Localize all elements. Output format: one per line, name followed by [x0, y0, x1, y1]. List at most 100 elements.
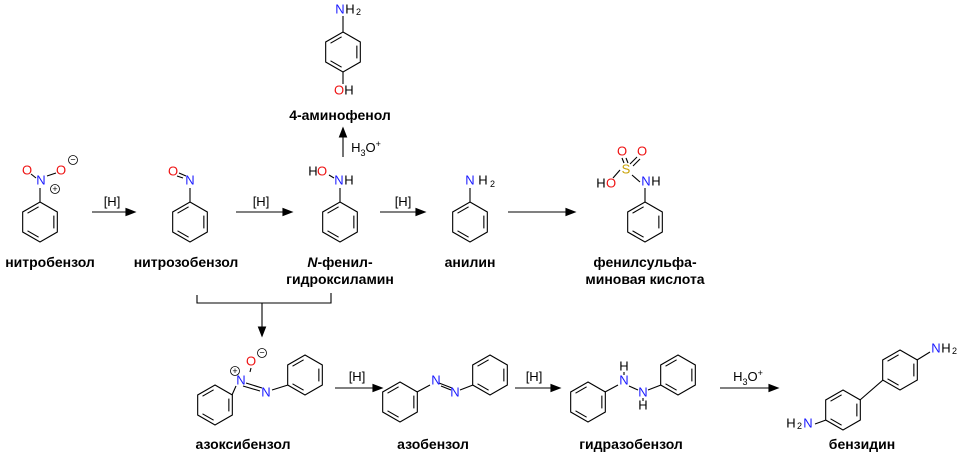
- charge-plus: +: [52, 184, 57, 194]
- double-bond: [292, 383, 304, 391]
- label-part: N: [307, 254, 318, 270]
- benzene-ring: [197, 384, 233, 426]
- benzene-ring: [452, 201, 488, 243]
- bond: [178, 172, 187, 177]
- benzene-ring: [825, 389, 861, 431]
- negative-charge-icon: [68, 155, 78, 165]
- atom-n: N: [638, 384, 647, 399]
- double-bond: [575, 410, 587, 418]
- double-bond: [327, 230, 339, 238]
- atom-o: O: [317, 163, 327, 178]
- benzene-ring: [472, 354, 508, 396]
- bond: [271, 384, 289, 391]
- atom-n: N: [261, 384, 270, 399]
- atom-o: O: [22, 162, 32, 177]
- arrowhead-icon: [338, 126, 348, 138]
- negative-charge-icon: [257, 348, 267, 358]
- bond: [245, 382, 263, 389]
- label-benzidine: бензидин: [829, 436, 895, 452]
- subscript-2: 2: [490, 179, 495, 189]
- atom-h: H: [651, 173, 660, 188]
- double-bond: [665, 383, 677, 391]
- label-nitrosobenzene: нитрозобензол: [134, 254, 239, 270]
- atom-n: N: [36, 172, 45, 187]
- double-bond: [887, 378, 899, 386]
- bond: [621, 157, 625, 164]
- double-bond: [477, 359, 489, 367]
- double-bond: [387, 386, 399, 394]
- atom-n: N: [431, 372, 440, 387]
- arrowhead-icon: [415, 207, 427, 217]
- atom-n: N: [335, 1, 344, 16]
- atom-s: S: [622, 161, 631, 176]
- double-bond: [202, 413, 214, 421]
- charge-minus: −: [70, 155, 75, 165]
- arrows: [92, 126, 780, 393]
- atom-n: N: [465, 172, 474, 187]
- positive-charge-icon: [230, 366, 240, 376]
- bond: [416, 384, 431, 393]
- bond: [628, 385, 639, 391]
- reagent-acid-1: H3O+: [351, 139, 381, 158]
- atom-o: O: [56, 162, 66, 177]
- double-bond: [830, 394, 842, 402]
- arrowhead-icon: [125, 207, 137, 217]
- atom-n: N: [334, 172, 343, 187]
- double-bond: [292, 359, 304, 367]
- double-bond: [457, 230, 469, 238]
- bond: [629, 156, 638, 165]
- benzene-ring: [172, 201, 208, 243]
- bond: [625, 157, 629, 164]
- bond: [916, 351, 931, 361]
- charge-plus: +: [232, 366, 237, 376]
- benzene-ring: [325, 31, 361, 73]
- bond: [328, 174, 335, 179]
- atom-n: N: [931, 340, 940, 355]
- label-azoxybenzene: азоксибензол: [196, 436, 291, 452]
- label-sulfamic-acid-2: миновая кислота: [585, 271, 704, 287]
- bond: [612, 169, 621, 179]
- bond: [231, 385, 237, 396]
- arrowhead-icon: [372, 383, 384, 393]
- atom-o: O: [637, 143, 647, 158]
- bond: [46, 172, 57, 177]
- bond: [459, 384, 474, 391]
- bond: [249, 367, 252, 373]
- atom-h: H: [941, 340, 950, 355]
- double-bond: [632, 206, 644, 214]
- benzene-ring: [570, 381, 606, 423]
- charge-minus: −: [259, 348, 264, 358]
- label-nitrobenzene: нитробензол: [5, 254, 95, 270]
- bond: [242, 385, 261, 392]
- double-bond: [202, 389, 214, 397]
- label-hydrazobenzene: гидразобензол: [579, 436, 683, 452]
- double-bond: [177, 230, 189, 238]
- bonds: [30, 16, 931, 425]
- bond: [604, 384, 619, 393]
- reagent-h-3: [H]: [395, 194, 412, 209]
- double-bond: [665, 359, 677, 367]
- benzene-ring: [382, 381, 418, 423]
- double-bond: [177, 206, 189, 214]
- bond: [859, 379, 884, 401]
- atom-h: H: [344, 172, 353, 187]
- subscript-2: 2: [797, 421, 802, 431]
- double-bond: [27, 206, 39, 214]
- reagent-h-5: [H]: [526, 369, 543, 384]
- nitro-group: N O O − +: [22, 155, 78, 194]
- benzene-ring: [22, 201, 58, 243]
- double-bond: [830, 418, 842, 426]
- positive-charge-icon: [50, 184, 60, 194]
- atom-h: H: [344, 82, 353, 97]
- merge-bracket: [196, 293, 332, 304]
- arrowhead-icon: [257, 326, 267, 338]
- label-part: -фенил-: [317, 254, 372, 270]
- double-bond: [330, 60, 342, 68]
- benzene-rings: [22, 31, 918, 431]
- atom-h: H: [478, 172, 487, 187]
- arrowhead-icon: [282, 207, 294, 217]
- double-bond: [632, 230, 644, 238]
- double-bond: [27, 230, 39, 238]
- reagent-h-1: [H]: [104, 194, 121, 209]
